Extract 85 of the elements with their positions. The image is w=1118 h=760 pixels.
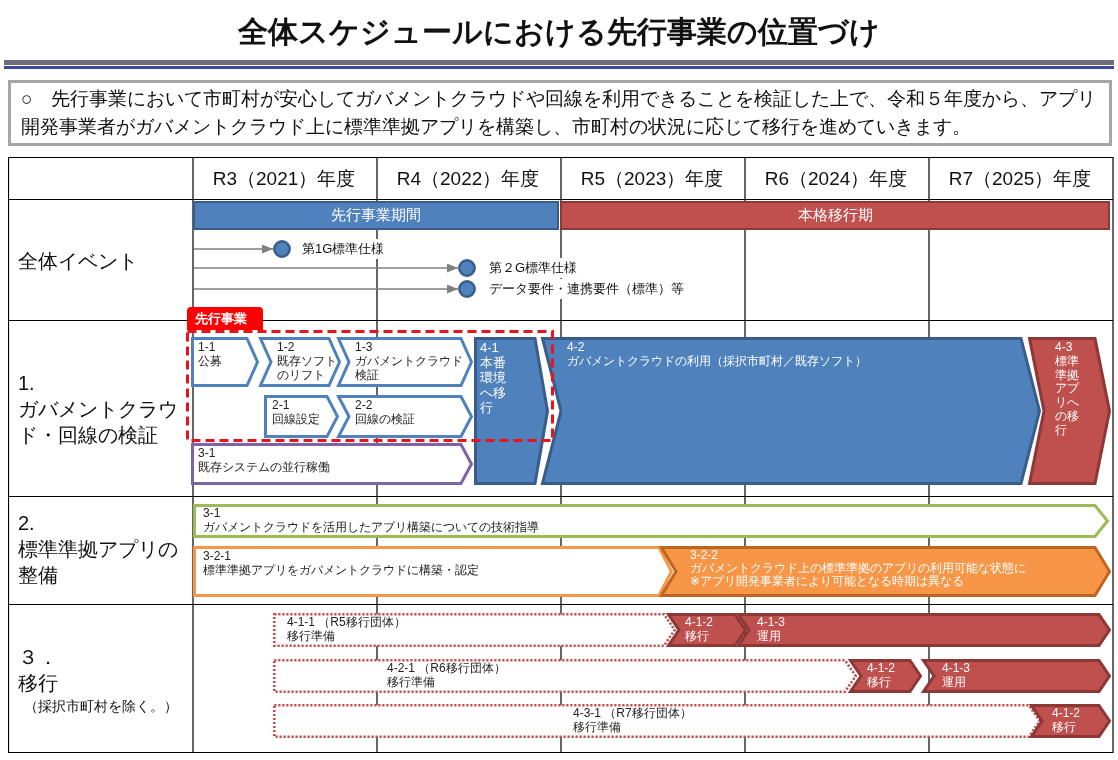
milestone-dot-icon <box>458 280 476 298</box>
row-header: ガバメントクラウド・回線の検証 <box>18 397 179 448</box>
group-tag: 先行事業 <box>187 307 263 330</box>
step-label: 回線の検証 <box>355 412 416 427</box>
column-header: R3（2021）年度 <box>212 166 356 191</box>
column-header: R4（2022）年度 <box>396 166 540 191</box>
step-number: 4-3-1 （R7移行団体） <box>573 707 693 721</box>
period-bar: 先行事業期間 <box>193 201 559 230</box>
phase-block <box>273 613 676 647</box>
milestone-label: 第1G標準仕様 <box>302 239 385 259</box>
step-label: 移行準備 <box>387 675 436 690</box>
step-number: 3-1 <box>203 507 222 521</box>
row-number: 1. <box>18 371 35 396</box>
phase-block <box>273 704 1041 738</box>
step-label: ガバメントクラウドの利用（採択市町村／既存ソフト） <box>567 354 868 369</box>
step-label: 移行準備 <box>573 720 622 735</box>
column-header: R5（2023）年度 <box>580 166 724 191</box>
phase-block <box>667 613 747 647</box>
step-label: 移行 <box>685 629 710 644</box>
column-header: R7（2025）年度 <box>948 166 1092 191</box>
step-number: 4-1-2 <box>685 616 714 630</box>
step-number: 4-2 <box>567 341 586 355</box>
phase-block <box>191 443 473 485</box>
phase-block <box>259 337 341 387</box>
row-number: ３． <box>18 645 58 670</box>
step-number: 4-1-2 <box>867 662 896 676</box>
note-box: ○ 先行事業において市町村が安心してガバメントクラウドや回線を利用できることを検証した上で、令和５年度から、アプリ開発事業者がガバメントクラウド上に標準準拠アプリを構築し、市町村の状況に応じて移行を進めていきます。 <box>8 80 1112 146</box>
arrow <box>193 263 459 273</box>
milestone-label: 第２G標準仕様 <box>489 258 578 278</box>
step-note: ※アプリ開発事業者により可能となる時期は異なる <box>690 575 966 589</box>
phase-block <box>337 395 473 438</box>
step-label: 標準準拠アプリをガバメントクラウドに構築・認定 <box>203 563 480 578</box>
step-label: 移行準備 <box>287 629 336 644</box>
phase-block <box>1028 337 1111 485</box>
row-header: 標準準拠アプリの整備 <box>18 537 179 588</box>
page-title: 全体スケジュールにおける先行事業の位置づけ <box>238 14 880 50</box>
step-number: 4-3 <box>1055 341 1074 355</box>
step-label: 回線設定 <box>272 412 321 427</box>
step-number: 1-3 <box>355 341 374 355</box>
row-note: （採択市町村を除く。） <box>24 697 178 715</box>
row-header: 全体イベント <box>18 249 138 274</box>
phase-block <box>1030 704 1111 738</box>
step-number: 3-2-1 <box>203 550 232 564</box>
step-number: 4-1-3 <box>942 662 971 676</box>
arrow <box>193 284 459 294</box>
step-label: 既存ソフトのリフト <box>277 354 338 383</box>
step-label: 標準準拠アプリへの移行 <box>1055 354 1081 438</box>
step-label: 移行 <box>867 675 892 690</box>
step-number: 4-2-1 （R6移行団体） <box>387 662 507 676</box>
step-number: 4-1 <box>480 341 500 356</box>
arrow <box>193 244 274 254</box>
step-number: 3-2-2 <box>690 549 719 563</box>
step-number: 1-1 <box>198 341 217 355</box>
step-label: 本番環境へ移行 <box>480 355 507 416</box>
step-label: 運用 <box>757 629 782 644</box>
phase-block <box>474 337 549 485</box>
phase-block <box>849 659 922 693</box>
step-number: 4-1-1 （R5移行団体） <box>287 616 407 630</box>
phase-block <box>264 395 339 438</box>
step-number: 2-1 <box>272 399 291 413</box>
phase-block <box>273 659 857 693</box>
phase-block <box>337 337 473 387</box>
phase-block <box>660 546 1111 597</box>
column-header: R6（2024）年度 <box>764 166 908 191</box>
step-label: 既存システムの並行稼働 <box>198 460 331 475</box>
step-label: 運用 <box>942 675 967 690</box>
phase-block <box>193 504 1109 538</box>
step-number: 1-2 <box>277 341 296 355</box>
phase-block <box>191 337 259 387</box>
step-label: ガバメントクラウド上の標準準拠のアプリの利用可能な状態に <box>690 562 1027 576</box>
step-number: 3-1 <box>198 447 217 461</box>
row-header: 移行 <box>18 671 58 696</box>
row-number: 2. <box>18 511 35 536</box>
step-number: 4-1-2 <box>1052 707 1081 721</box>
step-label: ガバメントクラウドを活用したアプリ構築についての技術指導 <box>203 520 540 535</box>
milestone-dot-icon <box>273 240 291 258</box>
milestone-label: データ要件・連携要件（標準）等 <box>489 279 684 299</box>
step-label: 移行 <box>1052 720 1077 735</box>
step-label: 公募 <box>198 354 223 369</box>
step-label: ガバメントクラウド検証 <box>355 354 464 383</box>
step-number: 2-2 <box>355 399 374 413</box>
period-bar: 本格移行期 <box>560 201 1110 230</box>
step-number: 4-1-3 <box>757 616 786 630</box>
milestone-dot-icon <box>458 259 476 277</box>
phase-block <box>193 546 673 597</box>
